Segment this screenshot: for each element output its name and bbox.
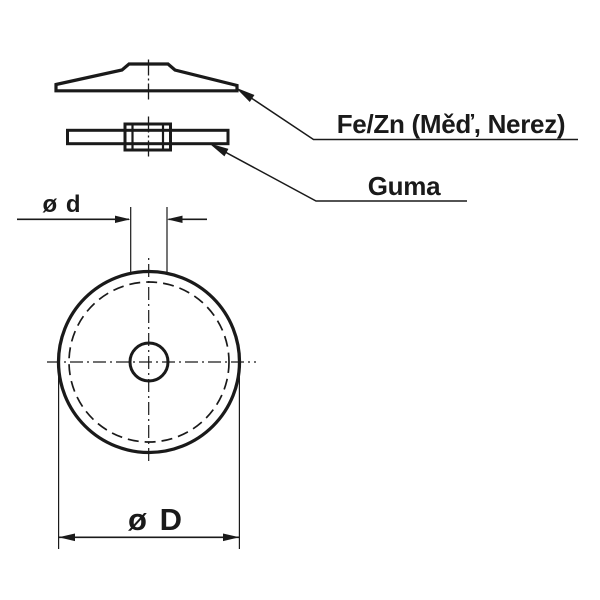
- rubber-washer-body-outline: [66, 128, 230, 146]
- metal-material-label: Fe/Zn (Měď, Nerez): [337, 109, 566, 139]
- rubber-material-callout: Guma: [210, 143, 467, 202]
- metal-cap-profile-outline: [54, 62, 239, 93]
- outer-dim-arrowhead-right-icon: [223, 533, 240, 542]
- outer-dim-arrowhead-left-icon: [58, 533, 75, 542]
- rubber-callout-leader-line: [212, 144, 467, 202]
- outer-diameter-label: ø D: [128, 502, 184, 537]
- rubber-callout-arrowhead-icon: [210, 143, 229, 157]
- rubber-washer-side-view: [66, 116, 230, 158]
- metal-cap-side-view: [54, 59, 239, 102]
- inner-dim-arrowhead-left-icon: [115, 215, 131, 223]
- washer-front-view: [47, 258, 256, 463]
- metal-material-callout: Fe/Zn (Měď, Nerez): [237, 88, 578, 141]
- inner-diameter-label: ø d: [43, 191, 82, 218]
- inner-dim-arrowhead-right-icon: [167, 215, 183, 223]
- metal-callout-leader-line: [239, 89, 578, 141]
- rubber-washer-hub-outline: [123, 122, 172, 152]
- rubber-material-label: Guma: [368, 171, 441, 201]
- metal-callout-arrowhead-icon: [237, 88, 255, 102]
- outer-diameter-dimension: ø D: [57, 365, 240, 549]
